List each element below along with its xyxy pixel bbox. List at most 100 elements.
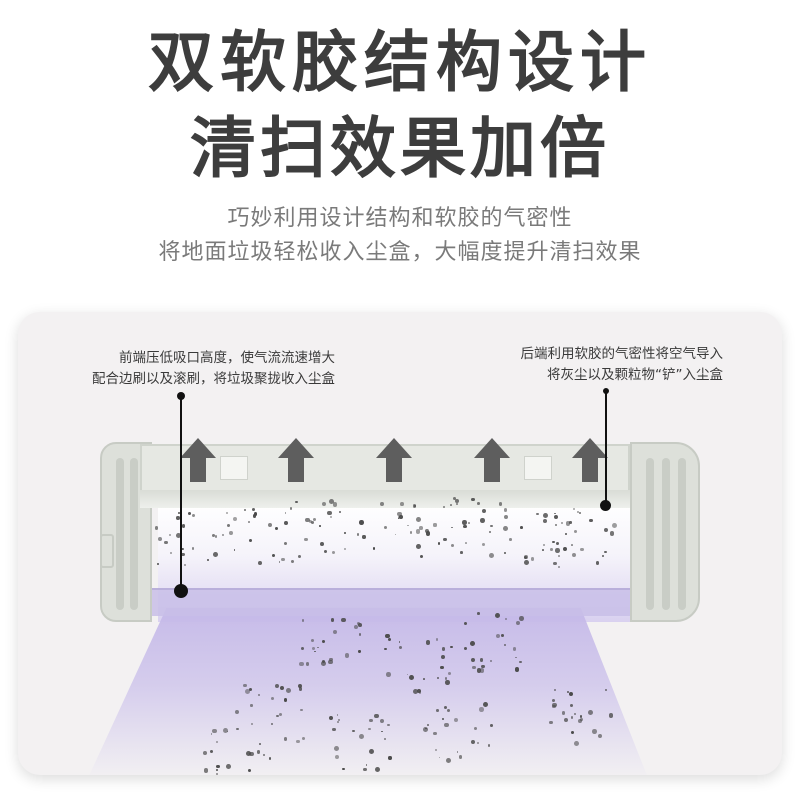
dust-particle <box>246 750 252 756</box>
device-right-side <box>630 442 700 622</box>
dust-particle <box>477 502 480 506</box>
dust-particle <box>433 731 437 736</box>
front-annotation-line-1: 前端压低吸口高度，使气流流速增大 <box>119 350 335 366</box>
rear-annotation-line-2: 将灰尘以及颗粒物“铲”入尘盒 <box>547 367 723 383</box>
dust-particle <box>317 646 319 649</box>
airflow-up-arrow-icon <box>278 438 314 482</box>
dust-particle <box>542 549 545 551</box>
dust-particle <box>359 633 362 636</box>
dust-particle <box>356 532 360 536</box>
dust-particle <box>387 638 391 642</box>
dust-particle <box>368 748 374 754</box>
dust-particle <box>249 751 254 757</box>
dust-particle <box>425 640 431 645</box>
front-leader-line <box>180 396 182 592</box>
dust-particle <box>188 511 192 515</box>
dust-particle <box>225 511 228 514</box>
clip-right <box>524 456 552 480</box>
dust-particle <box>275 683 280 689</box>
dust-particle <box>296 739 300 744</box>
dust-particle <box>463 524 467 529</box>
dust-particle <box>274 527 278 531</box>
dust-particle <box>479 707 484 712</box>
dust-particle <box>276 714 279 718</box>
dust-particle <box>579 715 583 719</box>
dust-particle <box>373 547 376 550</box>
dust-particle <box>418 691 421 694</box>
dust-particle <box>416 544 422 550</box>
dust-particle <box>259 743 261 745</box>
dust-particle <box>385 633 390 639</box>
dust-particle <box>423 678 425 680</box>
dust-particle <box>181 552 185 557</box>
dust-particle <box>176 516 180 520</box>
headline-line-2: 清扫效果加倍 <box>190 110 610 187</box>
dust-particle <box>215 772 219 775</box>
dust-particle <box>555 548 560 553</box>
dust-particle <box>576 510 580 514</box>
dust-particle <box>262 753 266 756</box>
dust-particle <box>206 558 210 561</box>
dust-particle <box>452 497 456 500</box>
dust-particle <box>572 507 576 511</box>
dust-particle <box>354 625 358 629</box>
dust-particle <box>503 508 508 512</box>
dust-particle <box>464 542 467 545</box>
dust-particle <box>477 612 480 615</box>
dust-particle <box>278 560 281 563</box>
dust-particle <box>571 544 573 546</box>
dust-particle <box>272 554 276 558</box>
dust-particle <box>332 629 338 635</box>
dust-particle <box>369 718 373 723</box>
dust-particle <box>242 683 247 688</box>
dust-particle <box>169 551 172 554</box>
subheadline-line-1: 巧妙利用设计结构和软胶的气密性 <box>227 206 573 231</box>
dust-particle <box>247 768 251 772</box>
dust-particle <box>580 717 583 721</box>
dust-particle <box>328 715 333 720</box>
dust-particle <box>409 531 412 534</box>
dust-particle <box>284 511 287 514</box>
dust-particle <box>249 539 253 543</box>
airflow-up-arrow-icon <box>376 438 412 482</box>
dust-particle <box>330 617 335 622</box>
dust-particle <box>473 726 477 730</box>
dust-particle <box>310 521 314 525</box>
dust-particle <box>267 523 272 528</box>
dust-particle <box>321 640 325 644</box>
dust-particle <box>406 673 409 676</box>
subheadline-line-2: 将地面垃圾轻松收入尘盒，大幅度提升清扫效果 <box>158 240 642 265</box>
dust-particle <box>425 531 431 536</box>
dust-particle <box>443 505 445 508</box>
device-rail <box>140 490 630 508</box>
dust-particle <box>341 617 346 623</box>
dust-particle <box>298 555 302 559</box>
dust-particle <box>437 542 441 546</box>
dust-particle <box>298 687 303 692</box>
side-tab <box>100 534 114 568</box>
dust-particle <box>495 613 501 619</box>
dust-particle <box>412 689 418 695</box>
dust-particle <box>412 504 417 508</box>
dust-particle <box>523 555 528 560</box>
dust-particle <box>270 696 274 700</box>
dust-particle <box>211 534 215 538</box>
dust-particle <box>570 731 574 735</box>
dust-particle <box>303 537 308 542</box>
dust-particle <box>476 741 479 744</box>
dust-particle <box>283 736 288 741</box>
dust-particle <box>434 748 438 751</box>
dust-particle <box>339 510 342 514</box>
dust-particle <box>609 531 615 536</box>
dust-particle <box>433 523 437 527</box>
dust-particle <box>488 531 491 534</box>
dust-particle <box>257 561 262 566</box>
dust-particle <box>310 638 315 643</box>
dust-particle <box>488 552 494 558</box>
front-soft-rubber-lip <box>152 588 632 616</box>
dust-particle <box>301 736 305 741</box>
dust-particle <box>602 555 605 558</box>
dust-particle <box>271 722 274 725</box>
front-leader-end-dot <box>174 584 188 598</box>
dust-particle <box>447 708 451 712</box>
